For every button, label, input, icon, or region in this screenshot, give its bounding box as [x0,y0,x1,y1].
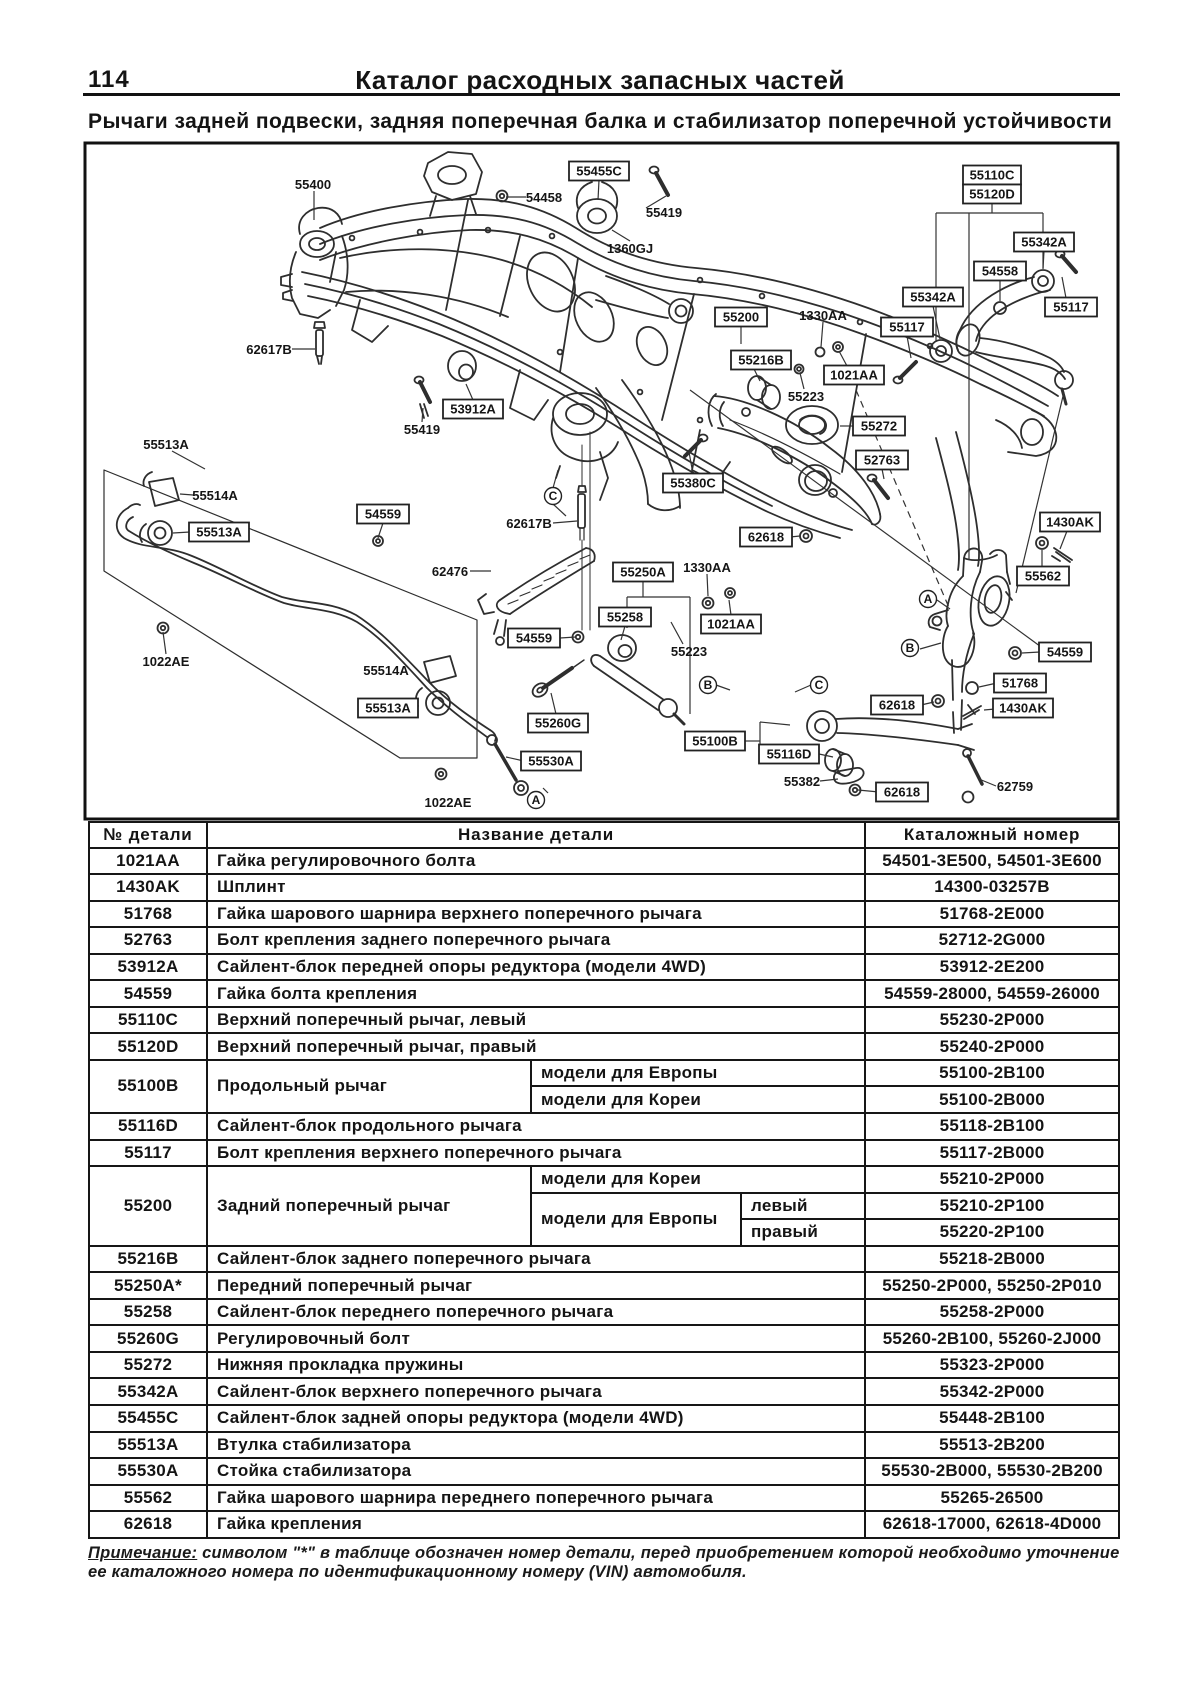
svg-text:54559: 54559 [516,631,552,646]
svg-text:55117: 55117 [889,320,924,335]
svg-text:55400: 55400 [295,177,331,192]
svg-text:55250A: 55250A [620,565,666,580]
svg-text:55342A: 55342A [1021,235,1067,250]
svg-text:55216B: 55216B [738,353,784,368]
svg-text:53912A: 53912A [450,402,496,417]
svg-text:55200: 55200 [723,310,759,325]
svg-text:B: B [704,678,713,692]
svg-text:55455C: 55455C [576,164,622,179]
svg-text:55562: 55562 [1025,569,1061,584]
svg-text:62759: 62759 [997,779,1033,794]
svg-text:51768: 51768 [1002,676,1038,691]
svg-text:55380C: 55380C [670,476,716,491]
svg-text:1430AK: 1430AK [999,701,1047,716]
svg-text:55116D: 55116D [767,747,812,762]
svg-text:1022AE: 1022AE [143,654,190,669]
svg-text:55514A: 55514A [192,488,238,503]
svg-text:55513A: 55513A [196,525,242,540]
svg-text:54559: 54559 [1047,645,1083,660]
svg-text:55513A: 55513A [365,701,411,716]
svg-text:1360GJ: 1360GJ [607,241,653,256]
svg-text:B: B [906,641,915,655]
svg-text:A: A [924,592,933,606]
svg-text:54458: 54458 [526,190,562,205]
svg-text:55342A: 55342A [910,290,956,305]
svg-text:62618: 62618 [884,785,920,800]
svg-text:55382: 55382 [784,774,820,789]
svg-text:62476: 62476 [432,564,468,579]
svg-text:62618: 62618 [748,530,784,545]
svg-text:55530A: 55530A [528,754,574,769]
svg-text:C: C [815,678,824,692]
svg-text:55117: 55117 [1053,300,1088,315]
svg-text:55100B: 55100B [692,734,738,749]
svg-text:55223: 55223 [788,389,824,404]
svg-text:55272: 55272 [861,419,897,434]
svg-text:55223: 55223 [671,644,707,659]
svg-text:1021AA: 1021AA [707,617,755,632]
svg-text:1430AK: 1430AK [1046,515,1094,530]
svg-text:62618: 62618 [879,698,915,713]
svg-text:1330AA: 1330AA [799,308,847,323]
svg-text:55419: 55419 [646,205,682,220]
svg-text:C: C [549,489,558,503]
svg-text:54558: 54558 [982,264,1018,279]
svg-text:55260G: 55260G [535,716,581,731]
svg-text:54559: 54559 [365,507,401,522]
svg-text:55419: 55419 [404,422,440,437]
svg-text:55258: 55258 [607,610,643,625]
svg-text:A: A [532,793,541,807]
svg-text:62617B: 62617B [506,516,552,531]
svg-text:62617B: 62617B [246,342,292,357]
svg-text:1021AA: 1021AA [830,368,878,383]
svg-text:52763: 52763 [864,453,900,468]
svg-text:55514A: 55514A [363,663,409,678]
svg-text:55513A: 55513A [143,437,189,452]
svg-text:1022AE: 1022AE [425,795,472,810]
svg-text:1330AA: 1330AA [683,560,731,575]
svg-text:55110C: 55110C [970,168,1015,183]
svg-text:55120D: 55120D [969,187,1015,202]
